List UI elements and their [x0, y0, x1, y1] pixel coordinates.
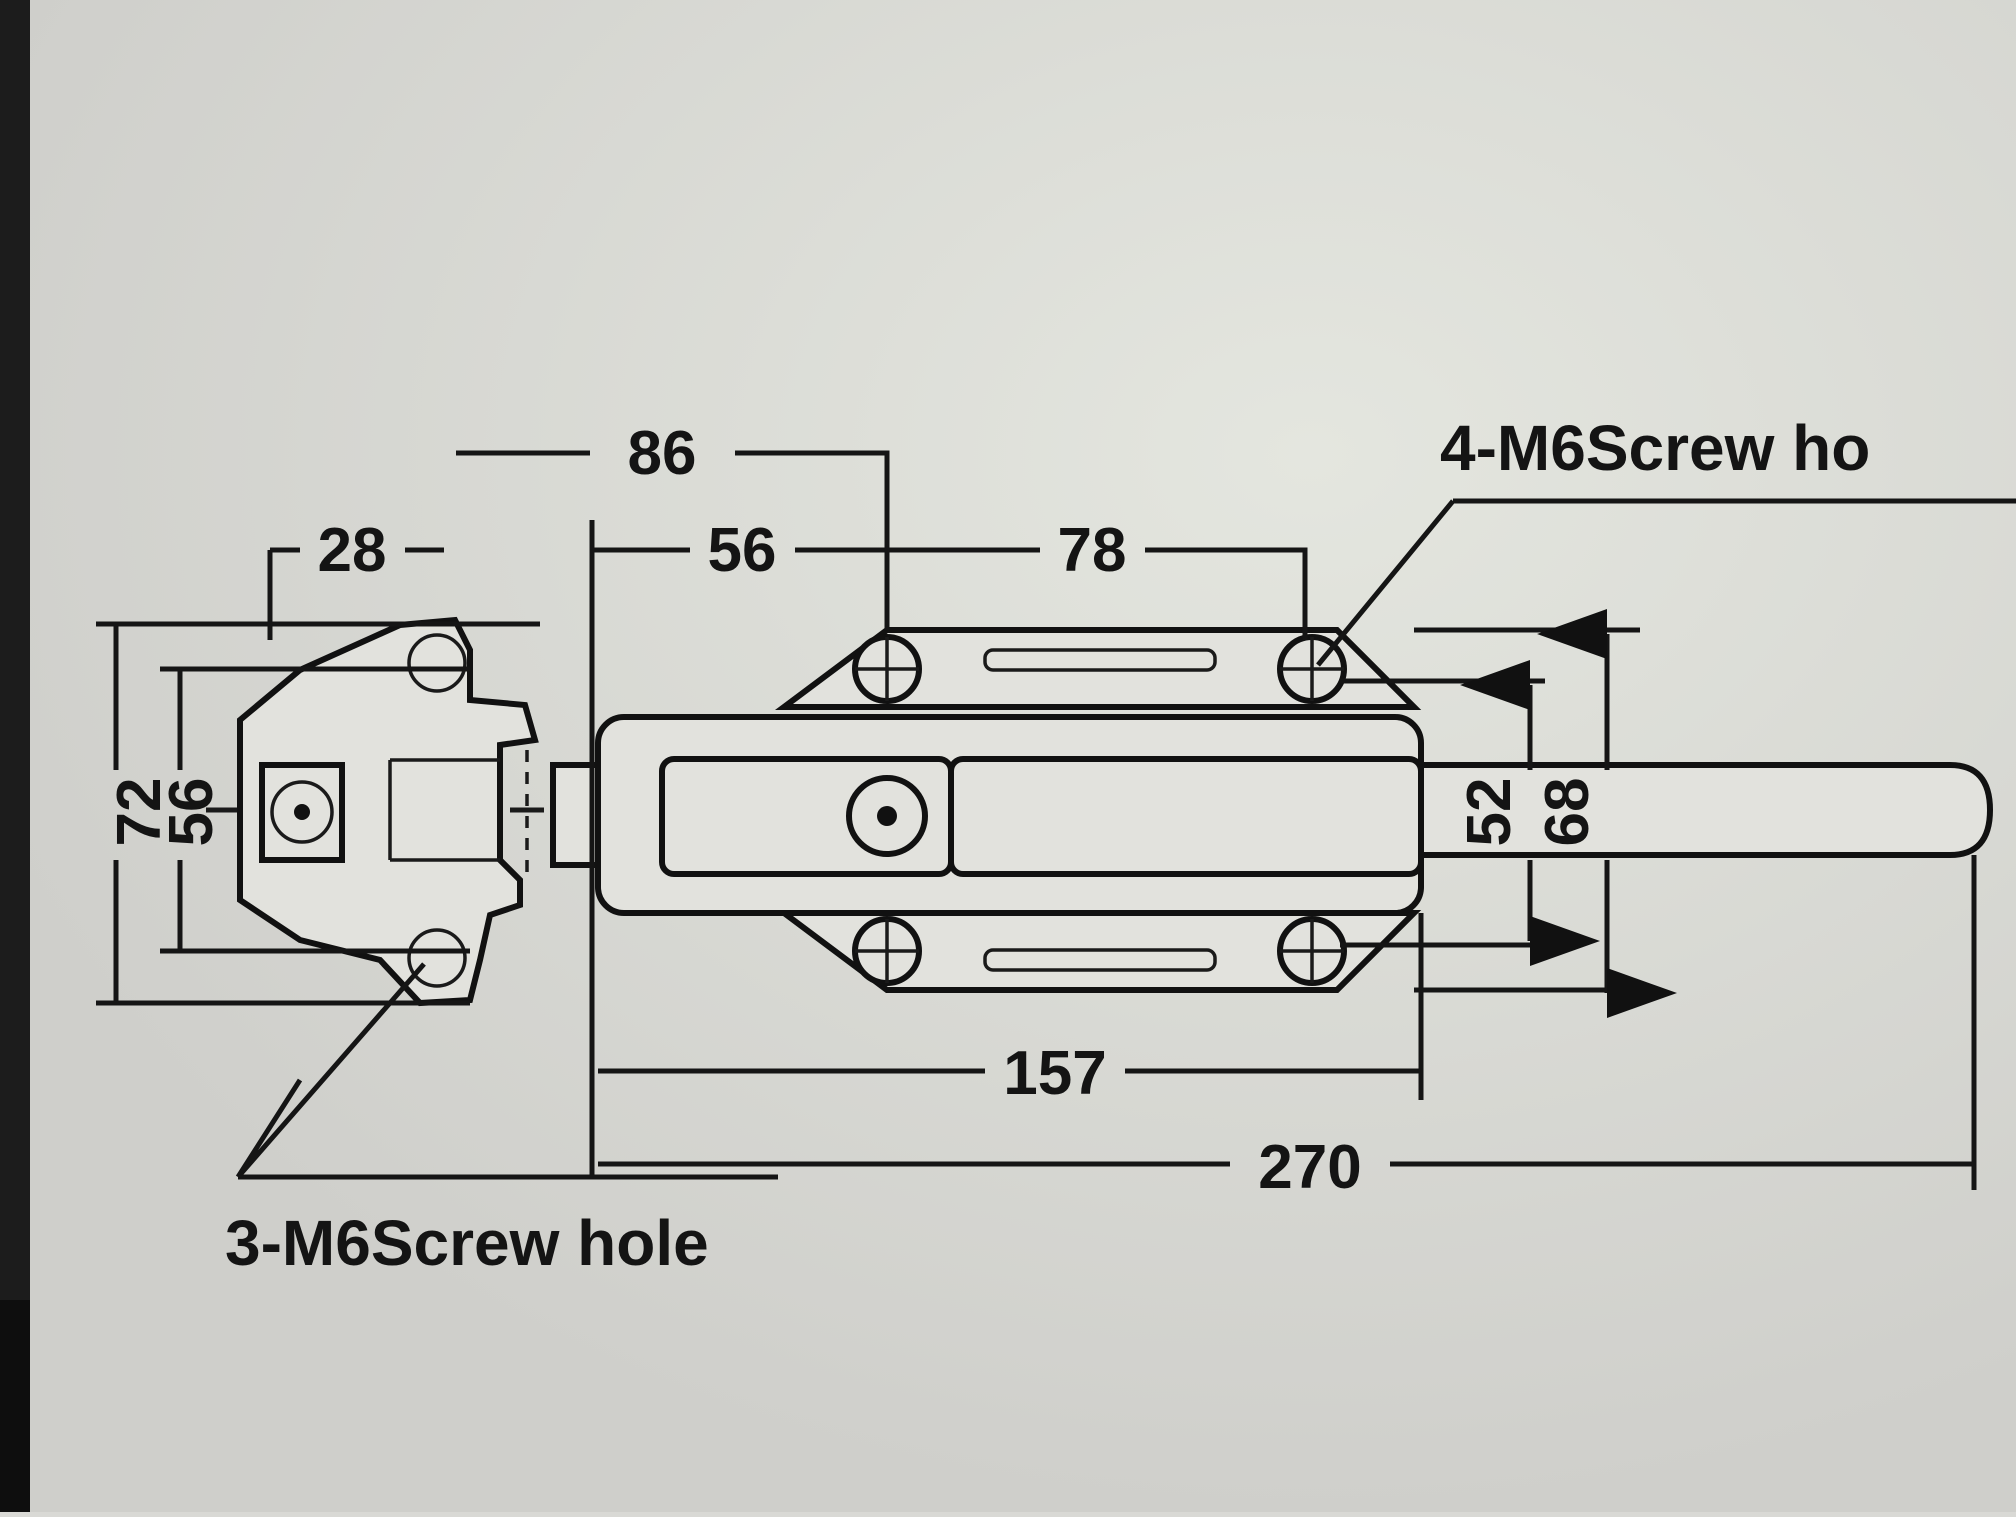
- dim-157: 157: [1003, 1039, 1106, 1108]
- note-3-m6-screw-hole: 3-M6Screw hole: [225, 1207, 709, 1279]
- clamp-body: [595, 627, 1994, 993]
- dim-28: 28: [318, 516, 387, 585]
- screen-bezel-corner: [0, 1300, 30, 1512]
- dim-68: 68: [1533, 778, 1602, 847]
- dim-72: 72: [105, 778, 174, 847]
- plunger: [1418, 762, 1994, 858]
- dim-78: 78: [1058, 516, 1127, 585]
- dim-52: 52: [1455, 778, 1524, 847]
- dimension-lines: [96, 450, 2016, 1190]
- screen-bezel-left: [0, 0, 30, 1512]
- screw-hole-icons: [852, 634, 1347, 986]
- dim-56-top: 56: [708, 516, 777, 585]
- note-4-m6-screw-hole: 4-M6Screw ho: [1440, 412, 1870, 484]
- dim-270: 270: [1258, 1133, 1361, 1202]
- dim-56-left: 56: [157, 778, 226, 847]
- dim-86: 86: [628, 419, 697, 488]
